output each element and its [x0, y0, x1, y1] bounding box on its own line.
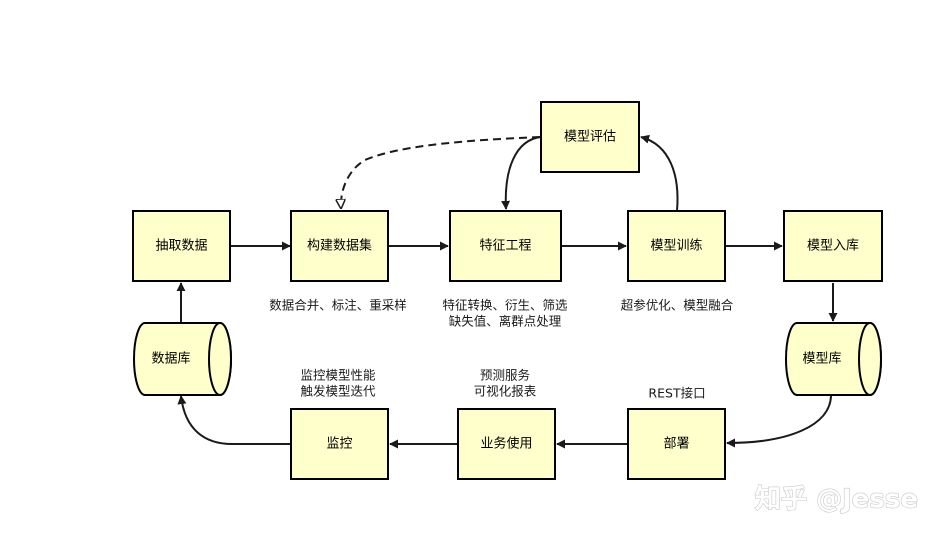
node-model-repo-label: 模型库: [802, 351, 841, 367]
edges: [176, 134, 838, 449]
node-model-eval: 模型评估: [540, 101, 640, 173]
edge-monitor-to-database: [177, 395, 290, 445]
node-model-storage-label: 模型入库: [807, 238, 859, 254]
node-feature-engineering-label: 特征工程: [479, 239, 531, 254]
node-extract-data-label: 抽取数据: [155, 239, 207, 254]
node-feature-engineering: 特征工程: [449, 210, 562, 282]
annotation-feature-engineering-line1: 特征转换、衍生、筛选: [442, 298, 568, 313]
annotation-monitor-line1: 监控模型性能: [300, 368, 376, 383]
edge-training-to-eval: [640, 134, 679, 212]
edge-eval-to-feature: [501, 136, 542, 210]
node-deploy-label: 部署: [663, 437, 689, 452]
node-monitor: 监控: [290, 408, 389, 480]
annotation-deploy: REST接口: [648, 386, 705, 401]
node-monitor-label: 监控: [326, 437, 352, 452]
node-model-eval-label: 模型评估: [564, 130, 616, 145]
edge-repo-to-deploy: [726, 395, 832, 448]
node-extract-data: 抽取数据: [132, 210, 231, 282]
node-model-storage: 模型入库: [783, 210, 883, 282]
annotation-monitor-line2: 触发模型迭代: [300, 384, 376, 399]
node-business-use-label: 业务使用: [480, 436, 532, 452]
annotations: 数据合并、标注、重采样 特征转换、衍生、筛选 缺失值、离群点处理 超参优化、模型…: [269, 298, 734, 401]
annotation-business-use-line1: 预测服务: [480, 368, 530, 383]
watermark: 知乎 @Jesse: [755, 485, 918, 515]
edge-eval-to-build-dashed: [341, 136, 541, 208]
node-build-dataset: 构建数据集: [290, 210, 389, 282]
node-business-use: 业务使用: [457, 408, 556, 480]
node-deploy: 部署: [627, 408, 726, 480]
node-build-dataset-label: 构建数据集: [307, 238, 372, 254]
node-database: 数据库: [133, 322, 232, 396]
node-database-label: 数据库: [151, 351, 190, 367]
node-model-training-label: 模型训练: [650, 239, 702, 254]
annotation-model-training: 超参优化、模型融合: [621, 298, 734, 313]
annotation-business-use-line2: 可视化报表: [474, 384, 537, 399]
node-model-repo: 模型库: [785, 322, 882, 396]
annotation-build-dataset: 数据合并、标注、重采样: [269, 298, 407, 313]
annotation-feature-engineering-line2: 缺失值、离群点处理: [449, 314, 562, 329]
node-model-training: 模型训练: [627, 210, 726, 282]
